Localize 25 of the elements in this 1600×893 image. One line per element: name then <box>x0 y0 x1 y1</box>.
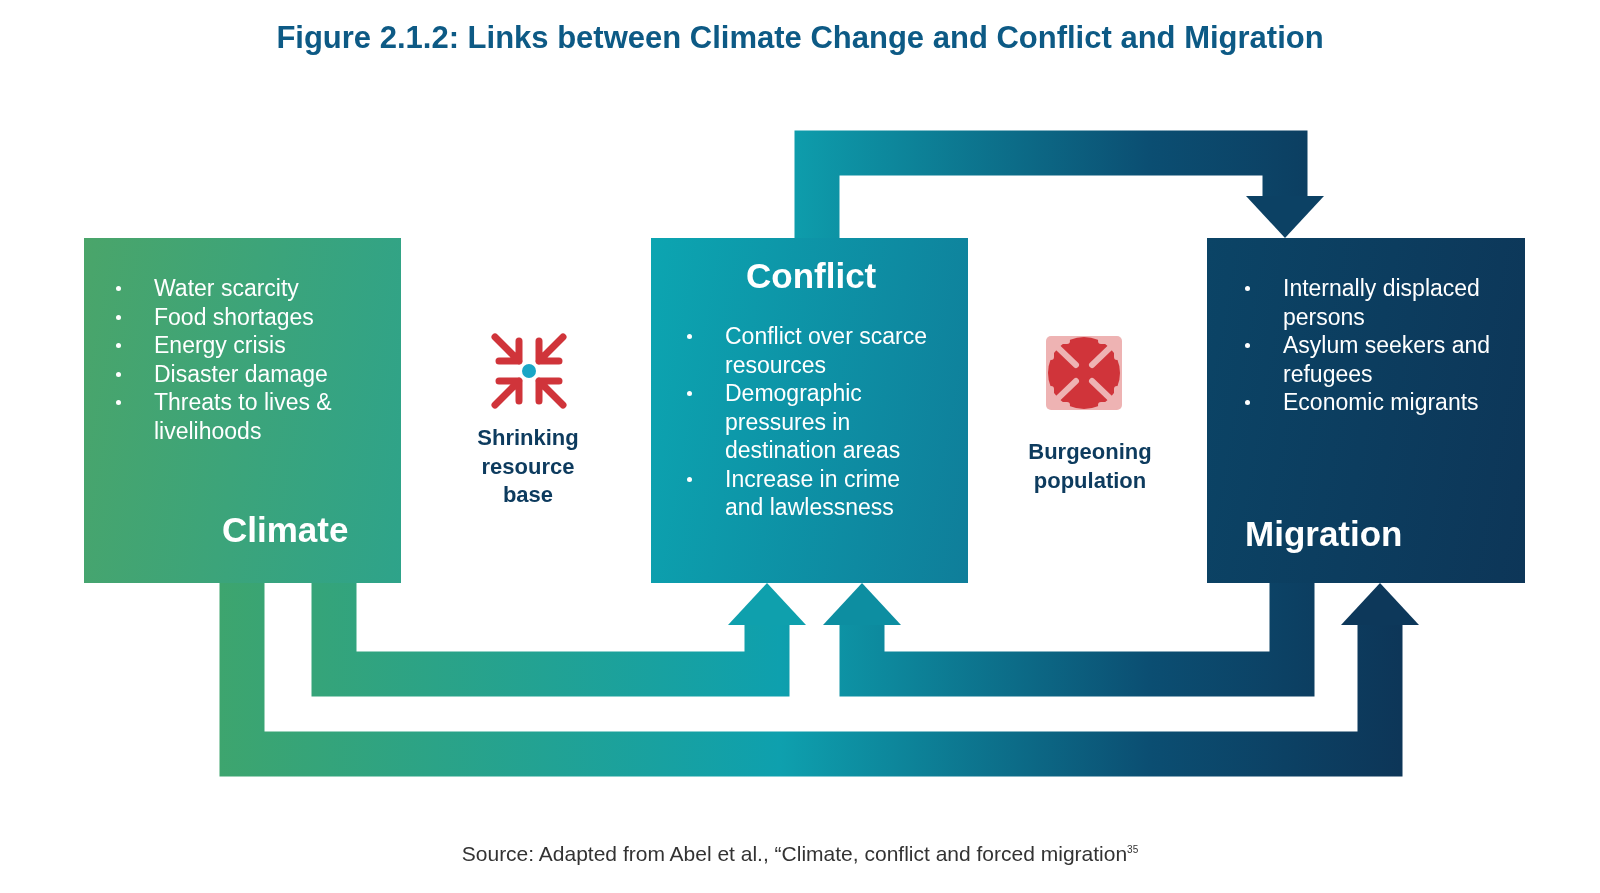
bullet-item: Disaster damage <box>112 359 392 388</box>
icon-caption: Shrinking resource base <box>476 424 580 509</box>
flow-arrow <box>219 583 1419 777</box>
category-box <box>1207 238 1525 583</box>
bullet-item: Economic migrants <box>1241 388 1503 417</box>
flow-arrow <box>794 130 1324 238</box>
bullet-item: Asylum seekers and refugees <box>1241 331 1503 388</box>
box-heading: Migration <box>1245 514 1403 554</box>
box-heading: Conflict <box>746 256 877 296</box>
bullet-item: Food shortages <box>112 302 392 331</box>
bullet-item: Increase in crime and lawlessness <box>683 464 943 522</box>
bullet-item: Energy crisis <box>112 331 392 360</box>
bullet-item: Demographic pressures in destination areas <box>683 379 943 465</box>
bullet-item: Water scarcity <box>112 274 392 303</box>
bullet-item: Conflict over scarce resources <box>683 322 943 379</box>
box-heading: Climate <box>222 510 349 550</box>
source-note: Source: Adapted from Abel et al., “Climate, conflict and forced migration$^{35}$ <box>460 842 1140 866</box>
flow-arrow <box>311 583 806 697</box>
figure-title: Figure 2.1.2: Links between Climate Change and Conflict and Migration <box>275 20 1325 56</box>
bullet-item: Internally displaced persons <box>1241 274 1503 331</box>
category-box <box>651 238 968 583</box>
bullet-item: Threats to lives & livelihoods <box>112 388 392 445</box>
category-box <box>84 238 401 583</box>
icon-caption: Burgeoning population <box>1027 438 1153 495</box>
flow-arrow <box>823 583 1315 697</box>
